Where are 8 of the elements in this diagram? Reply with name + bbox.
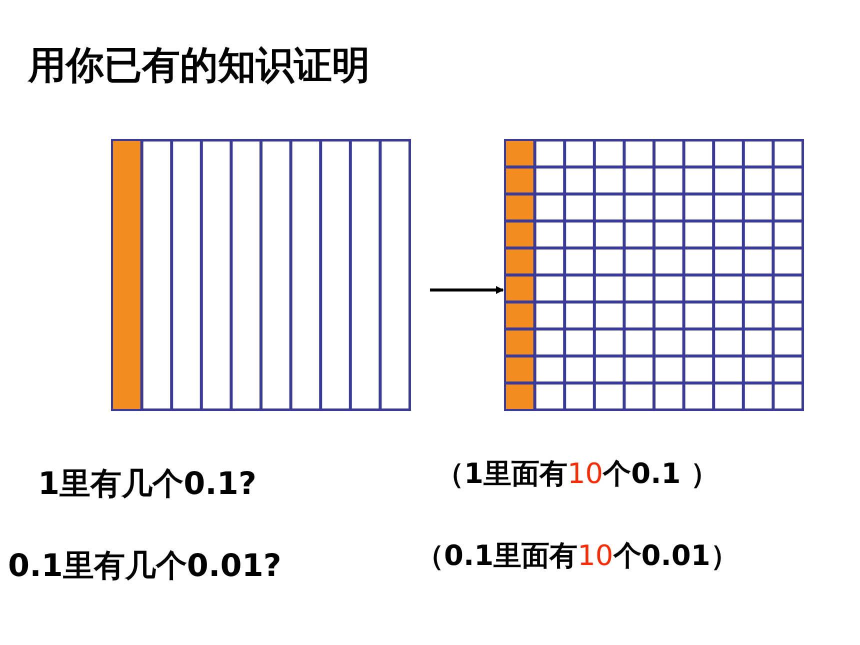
question-text: 1里有几个0.1? [38,465,256,504]
title: 用你已有的知识证明 [28,42,370,89]
arrow [430,286,504,294]
grid-drawing [111,139,411,411]
answer-text: （1里面有10个0.1 ） [436,456,718,492]
question-text: 0.1里有几个0.01? [8,547,282,586]
answer-text: （0.1里面有10个0.01） [416,538,738,574]
grid-drawing [504,139,804,411]
